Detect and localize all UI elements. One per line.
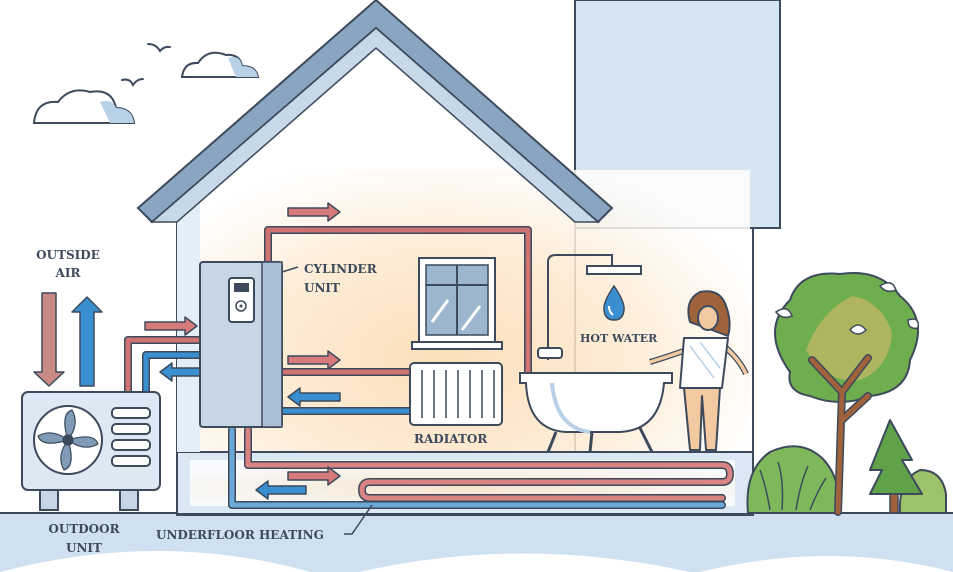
cold-flow-arrow-icon [287,387,341,407]
bathtub [519,372,673,453]
hot-flow-arrow-icon [287,466,341,486]
label-radiator: RADIATOR [414,432,488,446]
pine-tree [869,419,923,514]
person [649,290,749,451]
label-leaders [281,266,373,535]
cloud-icon [32,89,136,124]
cloud-icon [180,51,260,78]
ground [0,512,953,572]
hot-flow-arrow-icon [287,350,341,370]
water-drop-icon [603,284,625,321]
bird-icon [121,43,171,88]
label-outdoor-unit: UNIT [66,541,102,555]
labels: OUTSIDE AIR CYLINDER UNIT HOT WATER RADI… [36,248,658,555]
label-outside-air: AIR [55,266,82,280]
radiator [409,362,503,426]
tree [774,272,920,516]
label-hot-water: HOT WATER [580,332,658,345]
bush [746,445,840,514]
air-in-arrow-icon [33,292,65,387]
flow-arrows [144,202,341,500]
outside-air-arrows [33,292,103,387]
cold-pipes [142,351,726,509]
label-underfloor-heating: UNDERFLOOR HEATING [156,528,324,542]
roof [136,0,614,224]
window [411,257,503,350]
fan-icon [37,409,99,471]
cylinder-unit [199,261,283,428]
shower [537,254,642,360]
label-cylinder-unit: UNIT [304,281,340,295]
cold-flow-arrow-icon [255,480,307,500]
label-cylinder-unit: CYLINDER [304,262,378,276]
outdoor-unit [21,391,161,511]
hot-flow-arrow-icon [144,316,198,336]
label-outside-air: OUTSIDE [36,248,100,262]
label-outdoor-unit: OUTDOOR [48,522,120,536]
hot-pipes [124,226,734,502]
hot-flow-arrow-icon [287,202,341,222]
air-out-arrow-icon [71,296,103,387]
